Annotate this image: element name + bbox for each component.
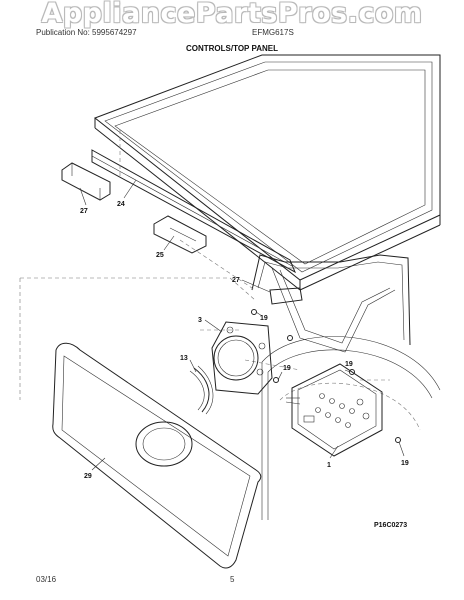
knob-housing-part-3 [211,321,273,395]
callout-3-knob-housing: 3 [198,317,202,324]
guide-lines [19,130,390,400]
screws-part-19 [251,309,401,443]
callout-19-board: 19 [345,361,353,368]
diagram-title: CONTROLS/TOP PANEL [185,44,278,53]
control-board-part-1 [285,363,383,457]
leader-lines [79,179,405,471]
callout-19-middle: 19 [283,365,291,372]
site-watermark: AppliancePartsPros.com [41,0,423,29]
callout-27-rear: 27 [232,277,240,284]
publication-number: Publication No: 5995674297 [36,28,137,37]
ring-part-13 [189,365,214,415]
callout-24-housing: 24 [117,201,125,208]
rear-console-frame [251,254,411,353]
callout-27-clip: 27 [80,208,88,215]
bracket-part-25 [153,215,207,254]
control-housing-strip [91,149,297,274]
top-panel [93,54,441,291]
callout-13-ring: 13 [180,355,188,362]
callout-25-bracket: 25 [156,252,164,259]
model-number: EFMG617S [252,28,294,37]
clip-part-27 [61,162,111,201]
drum-front [261,336,441,520]
callout-19-right: 19 [401,460,409,467]
footer-page-number: 5 [230,575,235,584]
footer-date: 03/16 [36,575,57,584]
callout-19-upper: 19 [260,315,268,322]
callout-1-control-board: 1 [327,462,331,469]
console-panel-part-29 [52,342,262,569]
callout-29-console: 29 [84,473,92,480]
figure-code: P16C0273 [374,522,408,529]
